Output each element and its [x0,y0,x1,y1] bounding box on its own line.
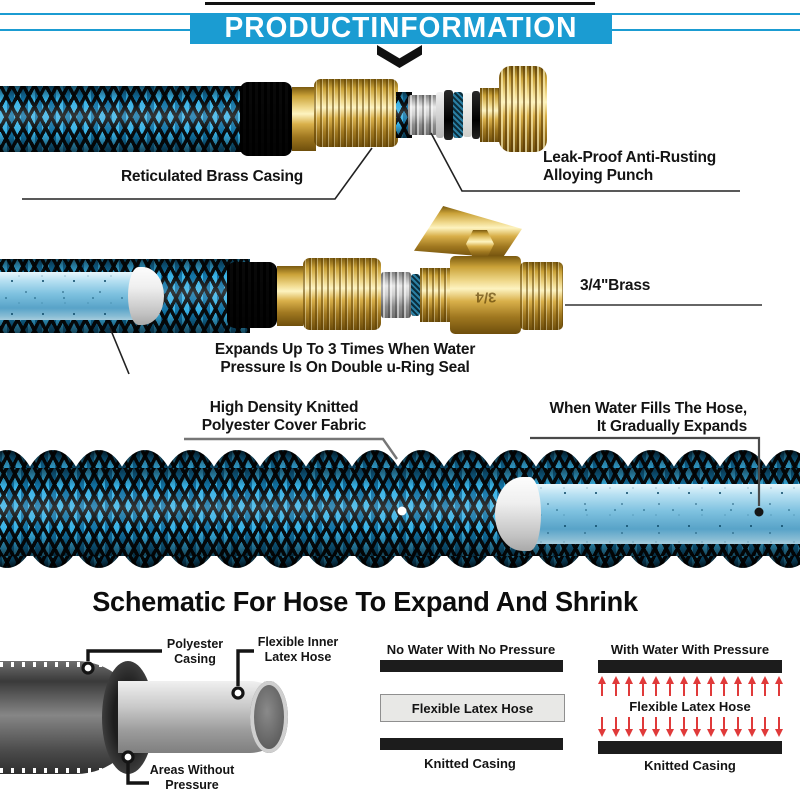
knitted-casing-bar [380,738,563,750]
areas-label-line1: Areas Without [149,763,235,777]
flexible-latex-label: Flexible Latex Hose [629,699,751,714]
seal-ring [436,92,444,138]
leader-polyester-casing [86,649,162,661]
brass-band [277,266,303,326]
alloy-punch-label: Leak-Proof Anti-Rusting Alloying Punch [543,149,716,185]
knitted-fabric-label-line2: Polyester Cover Fabric [201,416,367,434]
o-ring [444,90,453,140]
schematic-heading: Schematic For Hose To Expand And Shrink [92,586,638,617]
page-title: PRODUCTINFORMATION [224,12,578,44]
knitted-casing-label: Knitted Casing [644,758,736,773]
water-fills-label-line1: When Water Fills The Hose, [549,400,748,417]
flexible-latex-box: Flexible Latex Hose [380,694,565,722]
chevron-down-icon [377,45,422,68]
latex-hose-end [250,681,288,753]
rubber-grip-collar [227,262,277,328]
u-ring-seal [463,93,472,137]
mesh-ring [411,274,420,316]
polyester-casing-label-line2: Casing [174,651,216,666]
areas-label-line2: Pressure [165,777,219,792]
casing-edge-collar [495,477,541,551]
alloy-punch-tube [408,95,438,135]
valve-size-stamp: 3/4 [475,288,496,306]
braided-hose [0,86,250,152]
ball-valve-body: 3/4 [450,256,521,334]
expands-label: Expands Up To 3 Times When Water Pressur… [214,341,476,377]
flexible-inner-label-line2: Latex Hose [264,649,332,664]
polyester-casing-label: Polyester Casing [167,637,223,666]
knitted-fabric-label: High Density Knitted Polyester Cover Fab… [201,399,367,435]
brass-casing-label: Reticulated Brass Casing [120,168,304,185]
expands-label-line1: Expands Up To 3 Times When Water [214,341,476,358]
areas-without-pressure-label: Areas Without Pressure [150,763,235,792]
water-fills-label-line2: It Gradually Expands [596,417,747,435]
knitted-casing-bar [598,660,782,673]
mesh-ring [453,92,463,138]
alloy-punch-label-line1: Leak-Proof Anti-Rusting [543,149,717,166]
brass-coupling-cap [499,66,547,152]
polyester-casing-label-line1: Polyester [166,637,224,651]
pressure-up-arrows [598,676,783,696]
flexible-inner-label: Flexible Inner Latex Hose [258,635,339,664]
pressure-down-arrows [598,717,783,737]
knitted-casing-bar [380,660,563,672]
knitted-fabric-label-line1: High Density Knitted [209,399,359,416]
no-pressure-title: No Water With No Pressure [386,642,556,657]
brass-casing-fitting [314,79,398,147]
brass-band [292,87,316,151]
leader-expands [109,327,130,375]
header-top-rule [205,2,595,5]
flexible-inner-label-line1: Flexible Inner [257,635,339,649]
rubber-grip-collar [240,82,292,156]
with-pressure-title: With Water With Pressure [610,642,770,657]
alloy-tube [381,272,411,318]
male-threaded-end [520,262,563,330]
knitted-casing-bar [598,741,782,754]
brass-casing-fitting [303,258,381,330]
water-fills-label: When Water Fills The Hose, It Gradually … [549,400,748,436]
brass-size-label: 3/4"Brass [580,277,651,294]
expands-label-line2: Pressure Is On Double u-Ring Seal [220,358,470,376]
casing-edge-collar [128,267,164,325]
knitted-casing-label: Knitted Casing [424,756,516,771]
valve-handle [414,206,522,258]
alloy-punch-label-line2: Alloying Punch [543,166,654,184]
o-ring [472,91,480,139]
valve-inlet-thread [420,268,451,322]
latex-inner-tube [522,484,800,544]
page-title-banner: PRODUCTINFORMATION [190,12,612,44]
